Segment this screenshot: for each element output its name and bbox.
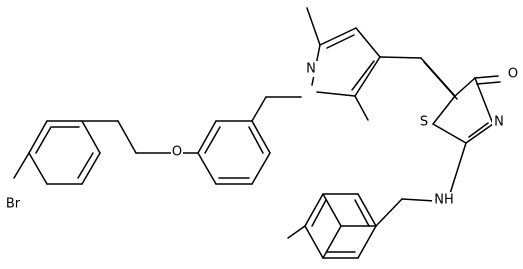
sulfur-atom-label: S xyxy=(420,115,428,130)
atom-labels: Br O N S N O NH xyxy=(2,61,520,212)
pyrrole-nitrogen-label: N xyxy=(306,62,316,77)
bromine-atom-label: Br xyxy=(6,197,21,212)
pyrrole-ring xyxy=(306,7,458,121)
ether-oxygen-label: O xyxy=(172,145,182,160)
amine-nh-label: NH xyxy=(434,193,454,208)
thiazolone-ring xyxy=(432,75,501,201)
carbonyl-oxygen-label: O xyxy=(508,67,518,82)
bromobenzyl-group xyxy=(13,120,173,185)
phenoxy-ring xyxy=(180,96,302,185)
tolyl-group xyxy=(287,193,436,259)
ring-nitrogen-label: N xyxy=(494,115,504,130)
